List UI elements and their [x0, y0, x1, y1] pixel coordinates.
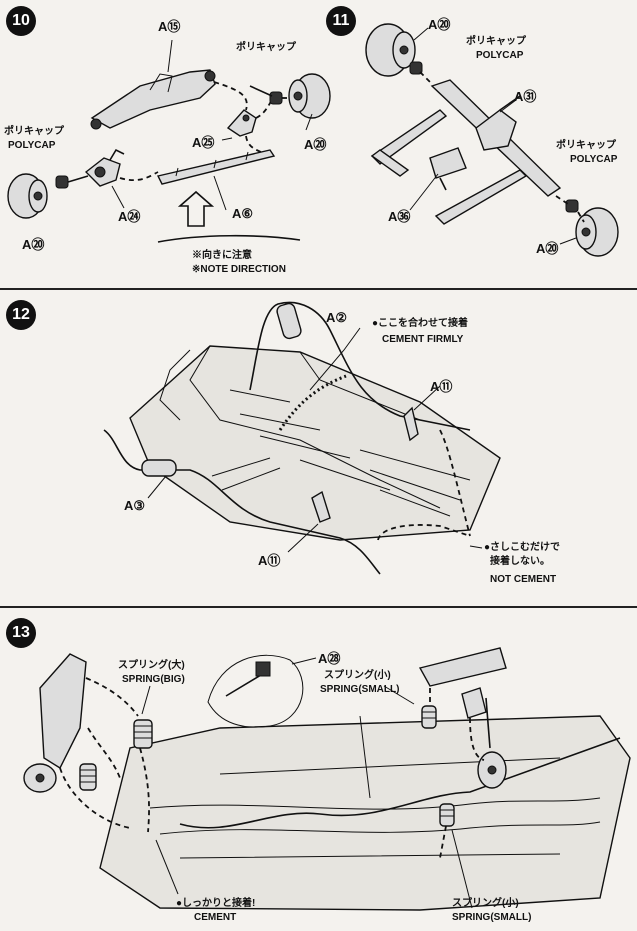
- spring-big-en-label: SPRING(BIG): [122, 674, 185, 685]
- hanger-a11-top-illustration: [403, 406, 419, 442]
- part-a2-label: A②: [326, 310, 348, 325]
- part-a20-step11-bottom-label: A⑳: [536, 241, 559, 256]
- wheel-a20-step10-top-illustration: [288, 73, 331, 119]
- part-a36-label: A㊱: [388, 209, 411, 224]
- cement-en-label: CEMENT: [194, 912, 237, 923]
- wheel-a20-step11-top-illustration: [365, 23, 416, 77]
- note-direction-en-label: ※NOTE DIRECTION: [192, 264, 286, 275]
- trailing-arm-left-illustration: [370, 109, 448, 165]
- polycap-11-top-illustration: [409, 61, 423, 75]
- part-a6-label: A⑥: [232, 206, 254, 221]
- not-cement-en-label: NOT CEMENT: [490, 574, 557, 585]
- step-12-badge: 12: [6, 300, 36, 330]
- spring-small-bottom-en-label: SPRING(SMALL): [452, 912, 532, 923]
- rear-axle-a31-illustration: [430, 79, 562, 197]
- polycap-11-top-jp-label: ポリキャップ: [466, 36, 526, 47]
- polycap-10-left-illustration: [55, 175, 69, 189]
- wheel-a20-step10-left-illustration: [7, 173, 48, 219]
- wheel-a20-step11-bottom-illustration: [575, 207, 619, 257]
- polycap-top-jp-label: ポリキャップ: [236, 42, 296, 53]
- spring-big-jp-label: スプリング(大): [118, 660, 185, 671]
- step-11-badge: 11: [326, 6, 356, 36]
- spring-small-top-illustration: [421, 705, 437, 729]
- part-a25-label: A㉕: [192, 135, 215, 150]
- part-a11-bottom-label: A⑪: [258, 553, 281, 568]
- trailing-arm-right-illustration: [434, 169, 528, 225]
- front-wheel-assembly-illustration: [23, 653, 87, 793]
- polycap-10-top-illustration: [269, 91, 283, 105]
- divider-1: [0, 288, 637, 290]
- polycap-11-right-en-label: POLYCAP: [570, 154, 618, 165]
- part-a24-label: A㉔: [118, 209, 141, 224]
- bracket-a36-illustration: [429, 147, 467, 191]
- chassis-complete-illustration: [99, 715, 631, 911]
- spring-small-top-jp-label: スプリング(小): [324, 670, 391, 681]
- note-direction-jp-label: ※向きに注意: [192, 250, 252, 261]
- upper-arm-a15-illustration: [90, 69, 216, 130]
- detail-inset-a28-illustration: [207, 654, 304, 728]
- knuckle-a25-illustration: [226, 109, 257, 137]
- step-13-badge: 13: [6, 618, 36, 648]
- panel-step-12: 12: [0, 290, 637, 608]
- polycap-left-en-label: POLYCAP: [8, 140, 56, 151]
- spring-small-bottom-illustration: [439, 803, 455, 827]
- spring-big-left-illustration: [133, 719, 153, 749]
- step-12-drawing: [103, 301, 501, 575]
- polycap-11-right-jp-label: ポリキャップ: [556, 140, 616, 151]
- step-13-drawing: [23, 647, 631, 911]
- part-a20-step10-top-label: A⑳: [304, 137, 327, 152]
- part-a11-top-label: A⑪: [430, 379, 453, 394]
- polycap-11-top-en-label: POLYCAP: [476, 50, 524, 61]
- part-a15-label: A⑮: [158, 19, 181, 34]
- cement-firmly-jp-label: ●ここを合わせて接着: [372, 318, 469, 329]
- exhaust-pipe-a2-illustration: [249, 301, 471, 431]
- part-a20-step11-top-label: A⑳: [428, 17, 451, 32]
- spring-small-top-en-label: SPRING(SMALL): [320, 684, 400, 695]
- not-cement-jp-label-1: ●さしこむだけで: [484, 542, 561, 553]
- part-a20-step10-left-label: A⑳: [22, 237, 45, 252]
- spring-small-bottom-jp-label: スプリング(小): [452, 898, 519, 909]
- exhaust-pipe-a3-illustration: [103, 429, 381, 575]
- cement-firmly-en-label: CEMENT FIRMLY: [382, 334, 464, 345]
- step-10-badge: 10: [6, 6, 36, 36]
- part-a31-label: A㉛: [514, 89, 537, 104]
- lower-arm-a24-illustration: [84, 148, 125, 187]
- step-10-11-drawing: [7, 23, 619, 257]
- spring-big-right-illustration: [79, 763, 97, 791]
- part-a3-label: A③: [124, 498, 146, 513]
- divider-2: [0, 606, 637, 608]
- part-a28-label: A㉘: [318, 651, 341, 666]
- tie-rod-a6-illustration: [156, 149, 276, 185]
- hanger-a11-bottom-illustration: [311, 490, 331, 523]
- rear-wheel-assembly-illustration: [418, 647, 507, 789]
- panel-steps-10-11: 10 11: [0, 0, 637, 290]
- polycap-11-right-illustration: [565, 199, 579, 213]
- direction-arrow-illustration: [177, 190, 215, 227]
- polycap-left-jp-label: ポリキャップ: [4, 126, 64, 137]
- cement-firm-jp-label: ●しっかりと接着!: [176, 898, 256, 909]
- not-cement-jp-label-2: 接着しない。: [490, 556, 550, 567]
- panel-step-13: 13: [0, 608, 637, 931]
